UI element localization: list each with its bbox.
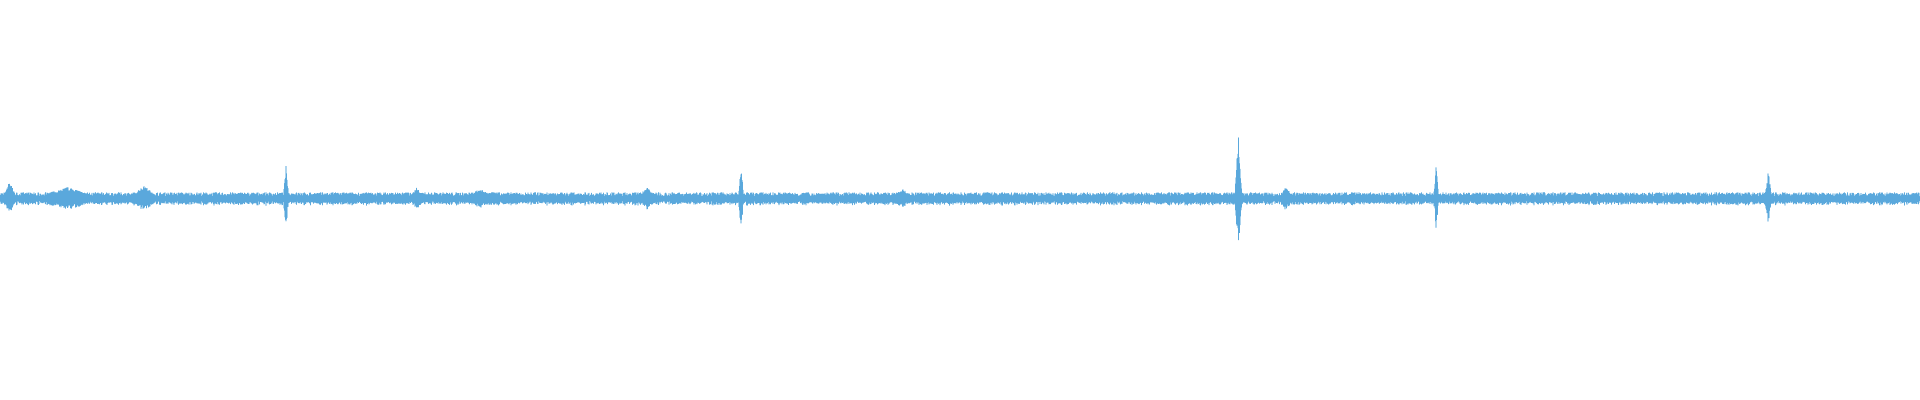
waveform-path xyxy=(0,137,1920,241)
